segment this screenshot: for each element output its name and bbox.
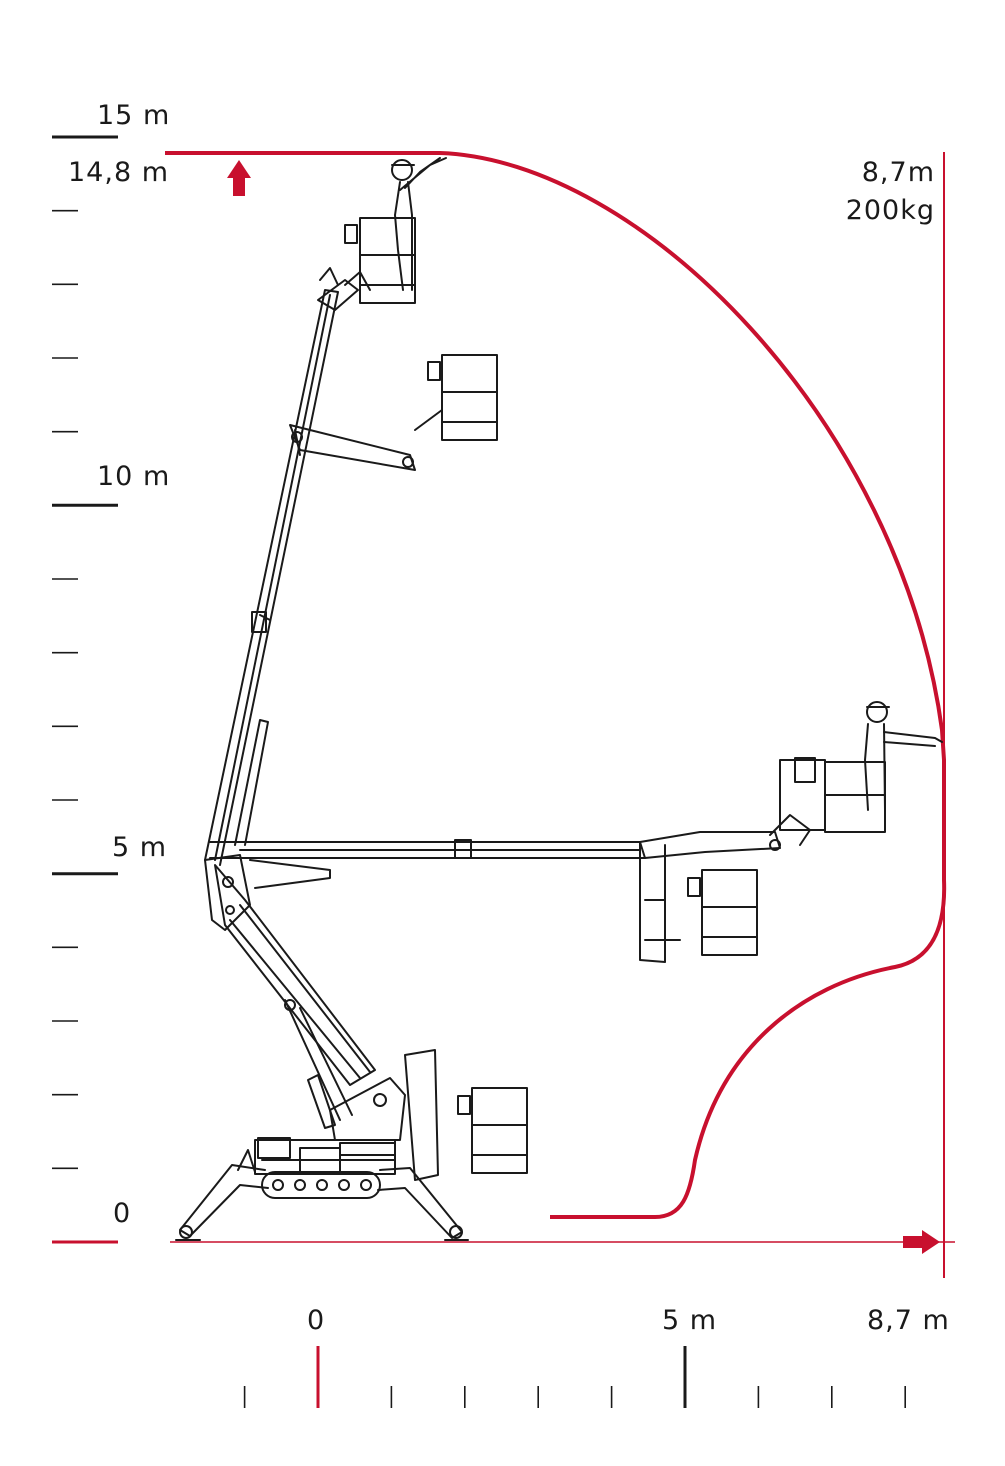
- v-label-0: 0: [113, 1198, 132, 1229]
- basket-mid-high: [414, 354, 498, 441]
- h-label-max-outreach: 8,7 m: [867, 1305, 950, 1336]
- basket-outreach: [779, 757, 886, 833]
- working-envelope-curve: [165, 151, 947, 1219]
- spider-lift-machine: [175, 157, 943, 1241]
- outrigger-left: [175, 1149, 269, 1241]
- height-arrow-icon: [227, 160, 251, 196]
- v-label-15m: 15 m: [97, 100, 171, 131]
- spec-outreach: 8,7m: [861, 157, 935, 188]
- basket-mid-low: [687, 869, 758, 956]
- outreach-arrow-icon: [903, 1230, 940, 1254]
- horizontal-scale-ticks: [243, 1346, 907, 1408]
- basket-top: [344, 217, 416, 304]
- raised-upper-boom: [204, 267, 416, 866]
- chassis: [254, 1137, 396, 1175]
- v-label-10m: 10 m: [97, 461, 171, 492]
- h-label-0: 0: [307, 1305, 326, 1336]
- vertical-scale-ticks: [52, 135, 118, 1170]
- h-label-5m: 5 m: [662, 1305, 718, 1336]
- crawler-track: [261, 1171, 381, 1199]
- operator-top: [391, 157, 447, 291]
- operator-outreach: [864, 701, 943, 811]
- basket-stowed: [404, 1049, 528, 1181]
- knuckle: [204, 854, 251, 931]
- v-label-max-height: 14,8 m: [68, 157, 170, 188]
- outrigger-right: [377, 1167, 469, 1241]
- lower-boom: [214, 864, 376, 1129]
- spec-load: 200kg: [845, 195, 935, 226]
- v-label-5m: 5 m: [112, 832, 168, 863]
- turret: [329, 1077, 406, 1141]
- horizontal-boom: [209, 814, 811, 963]
